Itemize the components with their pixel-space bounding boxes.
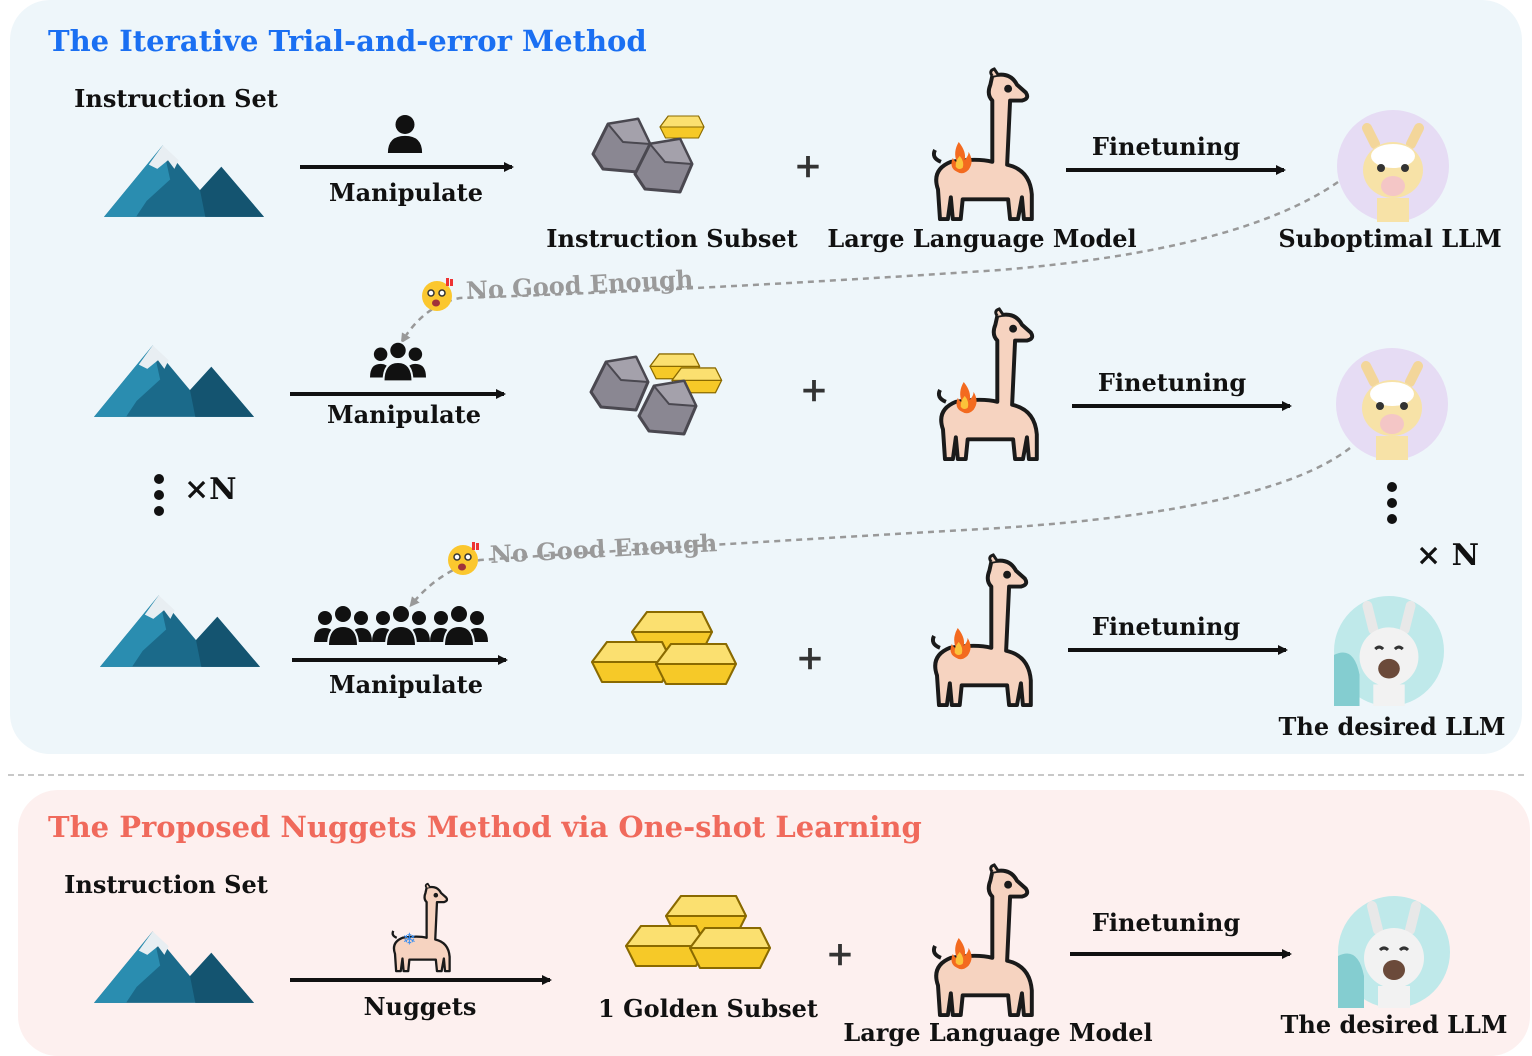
finetuning-label: Finetuning [1091,132,1241,161]
finetuning-label: Finetuning [1091,612,1241,641]
desired-llama-avatar [1334,596,1444,706]
trial-and-error-panel [10,0,1522,754]
gold-bars-icon [591,611,737,685]
nuggets-panel [18,790,1530,1056]
llama-icon [930,552,1033,708]
shocked-emoji-icon [422,278,453,311]
times-n-label-right: × N [1416,538,1480,573]
section-divider [8,774,1524,776]
manipulate-label: Manipulate [329,178,483,207]
svg-text:❄: ❄ [402,930,416,949]
mountain-icon [94,345,254,417]
mountain-icon [94,931,254,1003]
group-icon [371,604,431,647]
instruction-set-label: Instruction Set [64,870,268,899]
suboptimal-llm-label: Suboptimal LLM [1278,224,1502,253]
rock-gold-mix-icon [589,353,723,436]
manipulate-label: Manipulate [329,670,483,699]
suboptimal-llama-avatar [1336,348,1448,460]
instruction-subset-label: Instruction Subset [546,224,798,253]
mountain-icon [100,595,260,667]
finetuning-arrow [1066,165,1286,175]
finetuning-arrow [1070,949,1292,959]
finetuning-arrow [1068,645,1288,655]
large-language-model-label: Large Language Model [843,1018,1153,1047]
desired-llama-avatar [1338,896,1450,1008]
instruction-set-label: Instruction Set [74,84,278,113]
group-icon [313,604,373,647]
ellipsis-dots [154,474,164,522]
times-n-label: ×N [184,472,237,507]
ellipsis-dots-right [1387,482,1397,530]
llama-icon [931,862,1034,1018]
group-icon [429,604,489,647]
manipulate-arrow [290,389,506,399]
manipulate-arrow [300,162,514,172]
plus-sign: + [799,370,829,410]
manipulate-arrow [292,655,508,665]
shocked-emoji-icon [448,542,479,575]
frozen-llama-icon: ❄ [391,882,451,973]
nuggets-label: Nuggets [363,992,477,1021]
plus-sign: + [825,934,855,974]
manipulate-label: Manipulate [327,400,481,429]
group-icon [369,340,427,383]
finetuning-label: Finetuning [1097,368,1247,397]
trial-and-error-title: The Iterative Trial-and-error Method [48,24,647,58]
golden-subset-label: 1 Golden Subset [598,994,818,1023]
plus-sign: + [795,638,825,678]
nuggets-arrow [290,975,552,985]
desired-llm-label: The desired LLM [1278,712,1506,741]
desired-llm-label: The desired LLM [1280,1010,1508,1039]
llama-icon [936,306,1039,462]
finetuning-arrow [1072,401,1292,411]
nuggets-title: The Proposed Nuggets Method via One-shot… [48,810,922,844]
finetuning-label: Finetuning [1091,908,1241,937]
golden-subset-icon [625,895,771,969]
plus-sign: + [793,146,823,186]
suboptimal-llama-avatar [1337,110,1449,222]
large-language-model-label: Large Language Model [827,224,1137,253]
